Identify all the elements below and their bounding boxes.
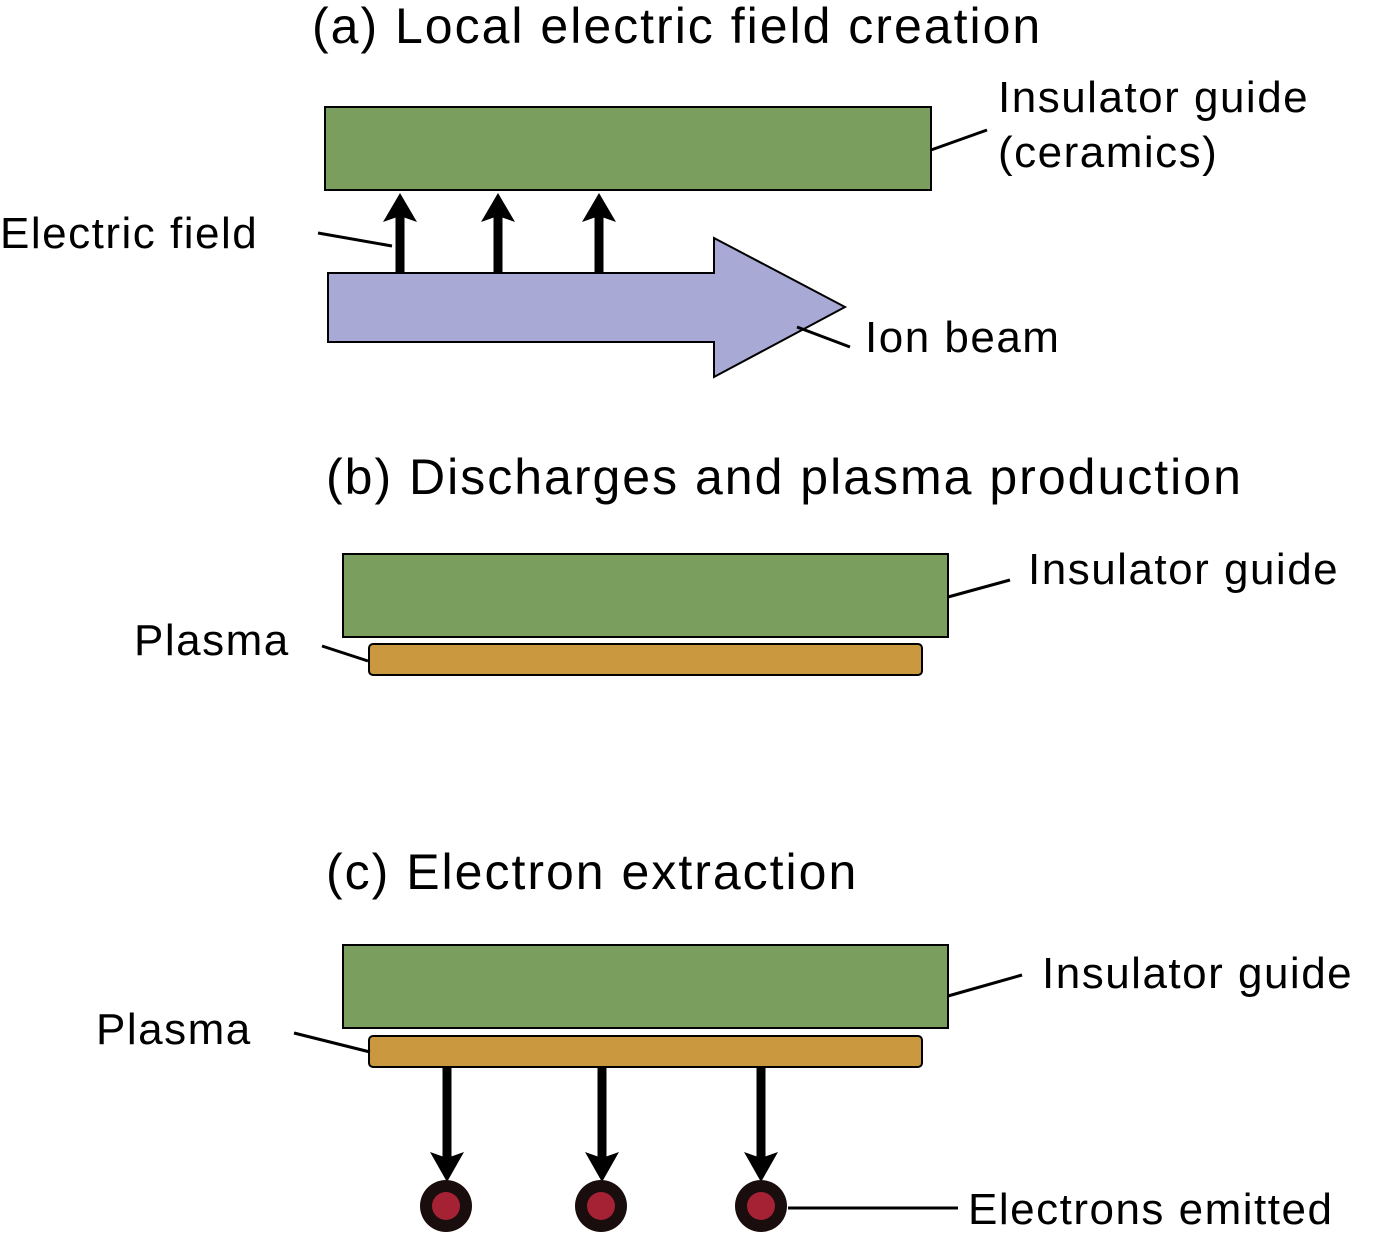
arrow-down-icon bbox=[744, 1152, 778, 1182]
panel-c-insulator-label: Insulator guide bbox=[1042, 949, 1353, 998]
panel-c-electron-3 bbox=[735, 1180, 787, 1232]
panel-a-insulator-guide bbox=[324, 106, 932, 191]
panel-a-insulator-label-line1: Insulator guide bbox=[998, 73, 1309, 122]
panel-c-plasma-leader bbox=[293, 1031, 371, 1054]
panel-c-title: (c) Electron extraction bbox=[326, 844, 858, 900]
arrow-down-icon bbox=[430, 1152, 464, 1182]
arrow-up-icon bbox=[383, 193, 417, 222]
panel-a-electric-field-label: Electric field bbox=[0, 209, 258, 258]
panel-a-electric-field-leader bbox=[317, 231, 393, 248]
panel-a-insulator-label-line2: (ceramics) bbox=[998, 128, 1218, 177]
arrow-up-icon bbox=[481, 193, 515, 222]
panel-c-plasma-layer bbox=[368, 1035, 923, 1068]
panel-b: (b) Discharges and plasma production Ins… bbox=[134, 449, 1339, 676]
arrow-down-icon bbox=[585, 1152, 619, 1182]
panel-a-ion-beam-label: Ion beam bbox=[865, 313, 1060, 362]
panel-a: (a) Local electric field creation Insula… bbox=[0, 0, 1309, 379]
arrow-up-icon bbox=[582, 193, 616, 222]
panel-c-extraction-arrow-1 bbox=[430, 1067, 464, 1182]
panel-a-field-arrow-2 bbox=[481, 193, 515, 273]
panel-b-plasma-layer bbox=[368, 643, 923, 676]
panel-c-electrons-label: Electrons emitted bbox=[968, 1185, 1333, 1234]
panel-c-extraction-arrow-3 bbox=[744, 1067, 778, 1182]
panel-c-electron-1 bbox=[420, 1180, 472, 1232]
panel-a-ion-beam-arrow bbox=[327, 236, 848, 379]
panel-a-ion-beam-leader bbox=[796, 325, 851, 349]
panel-b-plasma-label: Plasma bbox=[134, 616, 290, 665]
panel-b-title: (b) Discharges and plasma production bbox=[326, 449, 1243, 505]
panel-a-field-arrow-3 bbox=[582, 193, 616, 273]
panel-b-plasma-leader bbox=[321, 644, 369, 663]
panel-c-insulator-leader bbox=[947, 973, 1023, 998]
panel-c-extraction-arrow-2 bbox=[585, 1067, 619, 1182]
panel-c-electron-2 bbox=[575, 1180, 627, 1232]
panel-c-insulator-guide bbox=[342, 944, 949, 1029]
panel-a-field-arrow-1 bbox=[383, 193, 417, 273]
panel-a-insulator-leader bbox=[930, 128, 988, 152]
panel-c-plasma-label: Plasma bbox=[96, 1005, 252, 1054]
panel-b-insulator-guide bbox=[342, 553, 949, 638]
panel-c: (c) Electron extraction Insulator guide … bbox=[96, 844, 1353, 1234]
panel-a-title: (a) Local electric field creation bbox=[312, 0, 1042, 54]
panel-b-insulator-leader bbox=[947, 578, 1011, 599]
panel-b-insulator-label: Insulator guide bbox=[1028, 545, 1339, 594]
